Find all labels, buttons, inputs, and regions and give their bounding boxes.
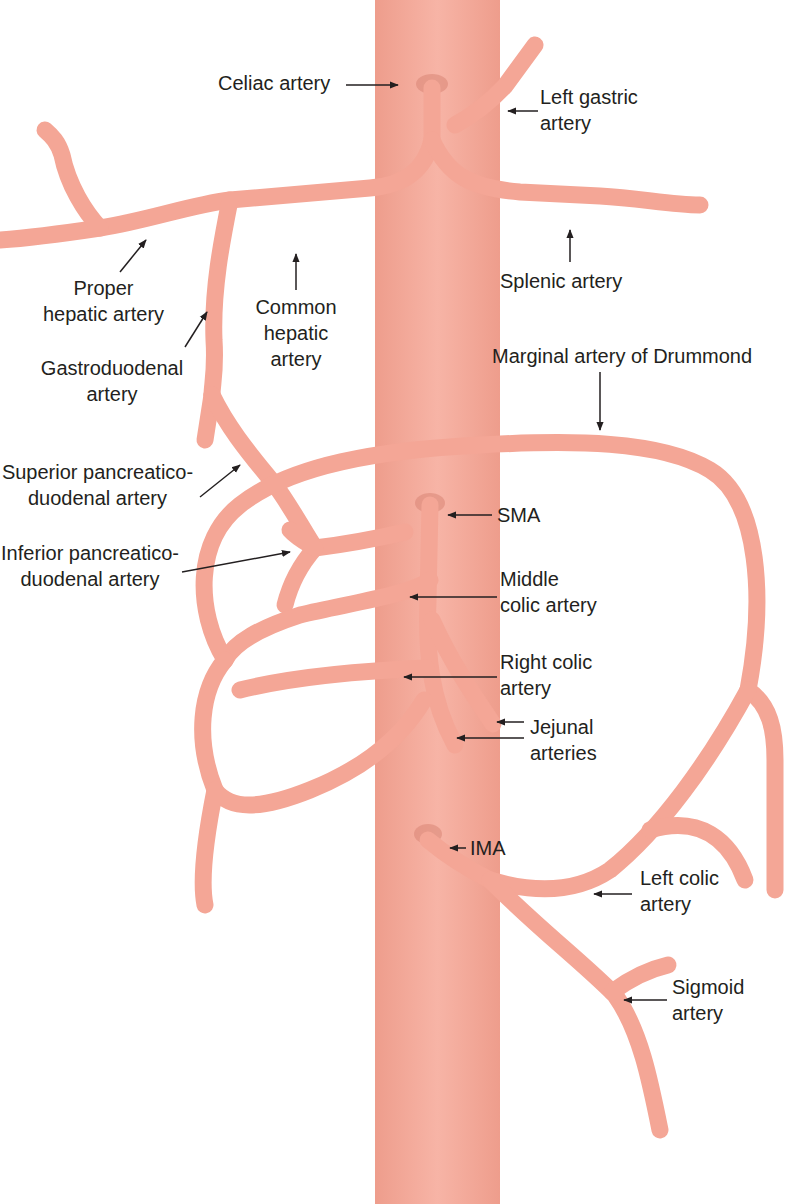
artery-label: Left colic artery [640,865,740,917]
pancreaticoduodenal-branch [285,548,315,605]
artery-label: Splenic artery [500,268,660,294]
colic-arcade [203,660,225,790]
left-colic-artery [490,690,748,889]
marginal-artery [204,443,757,690]
leader-arrow [295,254,297,290]
leader-arrow [457,737,524,739]
artery-label: Superior pancreatico- duodenal artery [0,459,195,511]
artery-label: Marginal artery of Drummond [492,343,792,369]
leader-arrow [599,372,601,430]
leader-arrow [624,999,667,1001]
leader-arrow [450,847,466,849]
jejunal-artery [432,620,493,724]
right-colic-artery [240,668,426,690]
artery-label: Middle colic artery [500,566,600,618]
artery-label: IMA [470,835,530,861]
ileocolic-arcade [203,700,424,905]
leader-arrows [120,85,667,1000]
leader-arrow [404,676,497,678]
middle-colic-artery [225,580,430,660]
hepatic-branch [45,130,100,228]
artery-label: Celiac artery [218,70,358,96]
gastroduodenal-artery [212,200,230,395]
sigmoid-branch [612,965,668,992]
leader-arrow [497,721,524,723]
leader-arrow [346,84,398,86]
leader-arrow [185,312,207,347]
artery-label: Gastroduodenal artery [32,355,192,407]
artery-label: Inferior pancreatico- duodenal artery [0,540,180,592]
artery-label: Proper hepatic artery [41,275,166,327]
vessels [0,45,775,1130]
splenic-artery [432,140,700,205]
artery-label: SMA [497,502,557,528]
artery-label: Right colic artery [500,649,600,701]
artery-label: Jejunal arteries [530,714,630,766]
pancreaticoduodenal-branch [290,530,315,548]
marginal-descending [748,690,775,890]
leader-arrow [594,893,632,895]
leader-arrow [182,552,290,572]
inferior-pancreaticoduodenal [315,532,405,548]
leader-arrow [200,465,240,497]
leader-arrow [569,230,571,262]
leader-arrow [508,110,538,112]
left-gastric-artery [455,45,535,125]
artery-label: Sigmoid artery [672,974,772,1026]
artery-label: Left gastric artery [540,84,670,136]
leader-arrow [410,596,497,598]
artery-label: Common hepatic artery [246,294,346,372]
leader-arrow [448,514,492,516]
sigmoid-artery [490,880,660,1130]
leader-arrow [120,240,146,272]
